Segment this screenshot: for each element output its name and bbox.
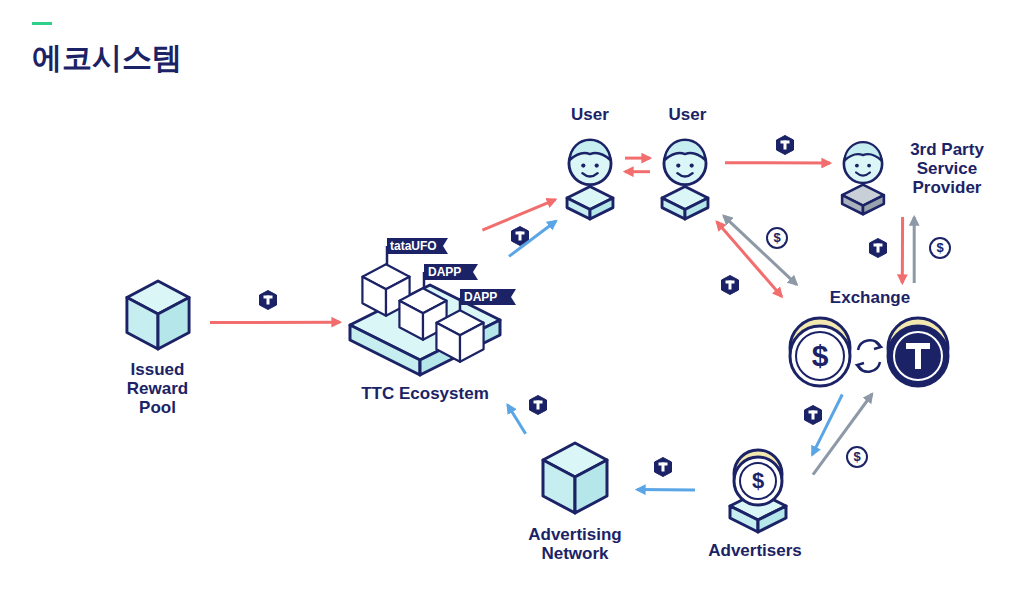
coin-symbol: $ [812,338,829,374]
user-node: User [655,105,720,218]
node-label: Issued Reward Pool [110,360,205,417]
flag-label: DAPP [464,290,497,304]
exchange-node: Exchange [785,288,955,390]
currency-badge: $ [929,237,951,259]
flow-arrow [509,221,556,256]
node-label: User [655,105,720,124]
service-provider: 3rd Party Service Provider [835,138,1000,212]
flow-arrow [913,217,916,283]
ad-network-node: Advertising Network [518,438,632,567]
node-label: Advertisers [700,541,810,560]
flow-arrow [724,216,797,285]
node-label: TTC Ecosystem [345,384,505,403]
flow-arrow [813,394,872,475]
node-label: Exchange [785,288,955,307]
advertisers-node: Advertisers [700,445,810,565]
flow-arrow [625,157,650,160]
flow-arrow [508,405,526,434]
coin-symbol: $ [752,468,764,494]
page-title: 에코시스템 [32,38,182,79]
node-label: User [560,105,620,124]
node-label: 3rd Party Service Provider [897,140,997,197]
reward-pool: Issued Reward Pool [110,275,205,419]
ecosystem-node: TTC Ecosystem [345,232,505,428]
currency-badge: $ [766,227,788,249]
flag-label: DAPP [428,265,461,279]
flow-arrow [725,161,830,164]
node-label: Advertising Network [518,525,632,563]
flag-label: tataUFO [390,239,437,253]
accent-bar [32,22,52,25]
user-node: User [560,105,620,218]
flow-arrow [637,488,695,491]
flow-arrow [901,217,904,283]
flow-arrow [210,321,340,324]
currency-badge: $ [846,446,868,468]
flow-arrow [482,200,555,231]
flow-arrow [625,170,650,173]
flow-arrow [812,395,842,455]
